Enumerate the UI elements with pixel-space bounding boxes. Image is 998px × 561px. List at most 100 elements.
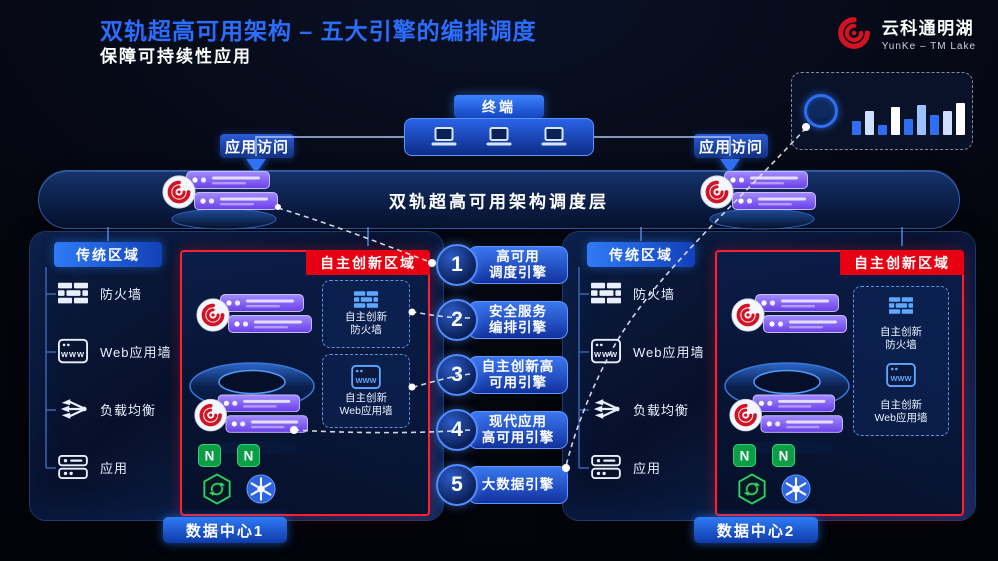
engine-label-line: 自主创新高	[481, 359, 555, 374]
engine-label: 安全服务 编排引擎	[468, 301, 568, 339]
trad-item-label: 应用	[633, 460, 662, 476]
nginx-icon	[772, 444, 795, 467]
nginx-icon	[733, 444, 756, 467]
brand-text: 云科通明湖 YunKe – TM Lake	[882, 14, 976, 52]
bar	[943, 111, 952, 135]
label-line: 防火墙	[350, 324, 382, 336]
app-icon	[591, 454, 621, 480]
engine-4: 4 现代应用 高可用引擎	[436, 409, 568, 451]
waf-icon	[351, 365, 381, 389]
bar	[930, 115, 939, 135]
innovation-waf-label: 自主创新 Web应用墙	[875, 399, 928, 425]
trad-item-load-balancer: 负载均衡	[591, 396, 689, 422]
label-line: 自主创新	[345, 311, 387, 323]
engine-label-line: 大数据引擎	[481, 477, 555, 492]
label-line: 自主创新	[345, 391, 387, 404]
trad-item-label: 负载均衡	[633, 402, 690, 418]
engine-label: 现代应用 高可用引擎	[468, 411, 568, 449]
trad-item-firewall: 防火墙	[591, 280, 675, 306]
container-platform-group	[202, 473, 276, 505]
firewall-icon	[591, 280, 621, 306]
bar-chart-icon	[852, 87, 965, 135]
nginx-icon	[237, 444, 260, 467]
brand-logo: 云科通明湖 YunKe – TM Lake	[835, 14, 976, 52]
waf-icon	[591, 338, 621, 364]
trad-item-label: Web应用墙	[100, 344, 172, 360]
trad-item-label: 应用	[100, 460, 129, 476]
nginx-group	[198, 444, 260, 467]
container-platform-group	[737, 473, 811, 505]
laptop-icon	[485, 127, 513, 147]
bar	[956, 103, 965, 135]
scheduler-node-icon	[698, 167, 818, 231]
trad-item-load-balancer: 负载均衡	[58, 396, 156, 422]
innovation-waf-box: 自主创新 Web应用墙	[322, 354, 410, 428]
container-registry-icon	[737, 473, 767, 505]
scheduler-node-icon	[160, 167, 280, 231]
engine-label-line: 现代应用	[489, 414, 547, 429]
innovation-waf-label: 自主创新 Web应用墙	[340, 392, 393, 418]
waf-icon	[886, 363, 916, 387]
label-line: 防火墙	[885, 338, 917, 351]
waf-icon	[58, 338, 88, 364]
label-line: Web应用墙	[874, 412, 928, 425]
trad-item-app: 应用	[591, 454, 661, 480]
innovation-firewall-label: 自主创新 防火墙	[345, 311, 387, 337]
load-balancer-icon	[591, 396, 621, 422]
bar	[865, 111, 874, 135]
nginx-icon	[198, 444, 221, 467]
datacenter-2-label: 数据中心2	[694, 517, 818, 543]
laptop-icon	[540, 127, 568, 147]
load-balancer-icon	[58, 396, 88, 422]
engine-number-badge: 1	[436, 244, 478, 286]
metrics-panel	[791, 72, 973, 150]
firewall-icon	[889, 297, 913, 314]
engine-label-line: 编排引擎	[489, 320, 547, 335]
gauge-icon	[804, 94, 838, 128]
datacenter-1-label: 数据中心1	[163, 517, 287, 543]
label-line: Web应用墙	[339, 404, 393, 417]
app-access-label-right: 应用访问	[694, 134, 768, 158]
innovation-zone: 自主创新区域 自主创新 防火墙 自主创新 Web应用墙	[715, 250, 964, 516]
page-subtitle: 保障可持续性应用	[100, 47, 252, 66]
page-title: 双轨超高可用架构 – 五大引擎的编排调度	[100, 18, 537, 44]
engine-number-badge: 2	[436, 299, 478, 341]
datacenter-1: 传统区域 防火墙 Web应用墙 负载均衡 应用 自主创新区域 自主创新 防火	[30, 232, 443, 520]
engine-label-line: 安全服务	[489, 304, 547, 319]
trad-item-label: 负载均衡	[100, 402, 157, 418]
engine-5: 5 大数据引擎	[436, 464, 568, 506]
engine-2: 2 安全服务 编排引擎	[436, 299, 568, 341]
app-access-label-left: 应用访问	[220, 134, 294, 158]
trad-item-firewall: 防火墙	[58, 280, 142, 306]
trad-item-label: 防火墙	[100, 286, 143, 302]
engine-number-badge: 3	[436, 354, 478, 396]
engine-number-badge: 5	[436, 464, 478, 506]
traditional-zone-label: 传统区域	[587, 242, 695, 267]
engine-label-line: 可用引擎	[489, 375, 547, 390]
trad-item-app: 应用	[58, 454, 128, 480]
engine-3: 3 自主创新高 可用引擎	[436, 354, 568, 396]
container-registry-icon	[202, 473, 232, 505]
traditional-zone-label: 传统区域	[54, 242, 162, 267]
kubernetes-icon	[246, 474, 276, 504]
down-arrow-icon	[246, 159, 266, 173]
engine-label: 高可用 调度引擎	[468, 246, 568, 284]
engine-label: 大数据引擎	[468, 466, 568, 504]
trad-item-label: 防火墙	[633, 286, 676, 302]
terminal-devices	[404, 118, 594, 156]
engine-label-line: 高可用	[496, 249, 540, 264]
innovation-firewall-box: 自主创新 防火墙	[322, 280, 410, 348]
label-line: 自主创新	[880, 325, 922, 338]
nginx-group	[733, 444, 795, 467]
kubernetes-icon	[781, 474, 811, 504]
bar	[878, 125, 887, 135]
bar	[891, 107, 900, 135]
engine-1: 1 高可用 调度引擎	[436, 244, 568, 286]
brand-swirl-icon	[835, 14, 873, 52]
firewall-icon	[354, 291, 378, 308]
innovation-security-box: 自主创新 防火墙 自主创新 Web应用墙	[853, 286, 949, 436]
engine-label-line: 调度引擎	[489, 265, 547, 280]
innovation-zone-label: 自主创新区域	[306, 250, 430, 275]
engine-label-line: 高可用引擎	[481, 430, 555, 445]
